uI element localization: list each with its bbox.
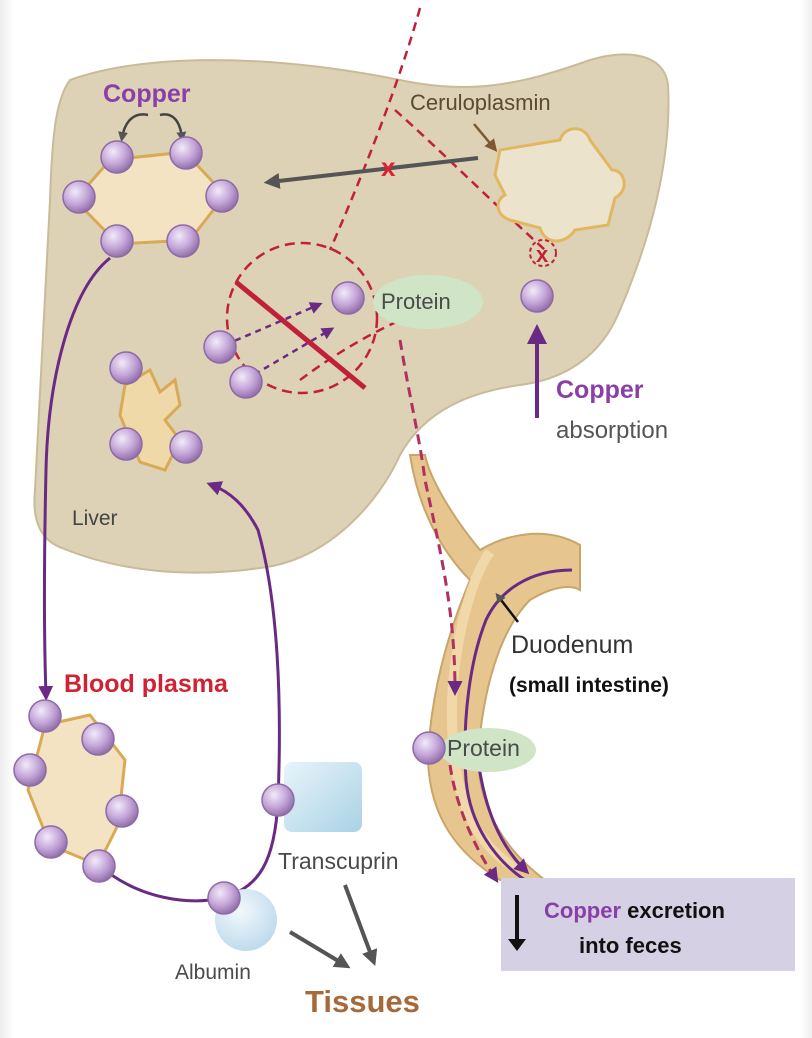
small-intestine-label: (small intestine) (509, 675, 669, 696)
tissues-label: Tissues (305, 986, 420, 1017)
ceruloplasmin-label: Ceruloplasmin (410, 92, 551, 114)
excretion-copper-word: Copper (544, 898, 621, 923)
transcuprin-shape (284, 762, 362, 832)
excretion-line-1: Copper excretion (544, 898, 725, 924)
copper-atom (332, 282, 364, 314)
copper-atom (413, 732, 445, 764)
transcuprin-label: Transcuprin (278, 850, 399, 873)
copper-atom (110, 352, 142, 384)
copper-atom (101, 141, 133, 173)
copper-atom (82, 723, 114, 755)
copper-atom (110, 428, 142, 460)
copper-atom (83, 850, 115, 882)
copper-absorption-label-2: absorption (556, 419, 668, 443)
copper-excretion-box: Copper excretion into feces (501, 878, 795, 971)
down-arrow-icon (515, 895, 519, 945)
protein-label-intestine: Protein (447, 737, 520, 760)
block-x: x (381, 152, 396, 182)
copper-label: Copper (103, 82, 191, 107)
copper-atom (206, 180, 238, 212)
copper-atom (170, 431, 202, 463)
protein-label-liver: Protein (381, 291, 451, 313)
copper-atom (230, 366, 262, 398)
copper-atom (204, 331, 236, 363)
copper-atom (14, 754, 46, 786)
copper-atom (262, 784, 294, 816)
excretion-line-2: into feces (579, 933, 682, 959)
copper-atom (101, 225, 133, 257)
blood-plasma-label: Blood plasma (64, 672, 228, 697)
copper-atom (208, 882, 240, 914)
copper-atom (167, 225, 199, 257)
copper-atom (35, 826, 67, 858)
tissue-arrows (290, 885, 373, 965)
liver-label: Liver (72, 508, 118, 529)
copper-atom (29, 700, 61, 732)
duodenum-shape (410, 455, 580, 880)
excretion-line-1-rest: excretion (621, 898, 725, 923)
block-x-small: x (536, 242, 549, 267)
copper-atom (170, 137, 202, 169)
duodenum-label: Duodenum (511, 633, 633, 658)
copper-atom (521, 280, 553, 312)
copper-atom (106, 795, 138, 827)
albumin-label: Albumin (175, 962, 251, 983)
copper-atom (63, 181, 95, 213)
copper-absorption-label-1: Copper (556, 378, 644, 403)
